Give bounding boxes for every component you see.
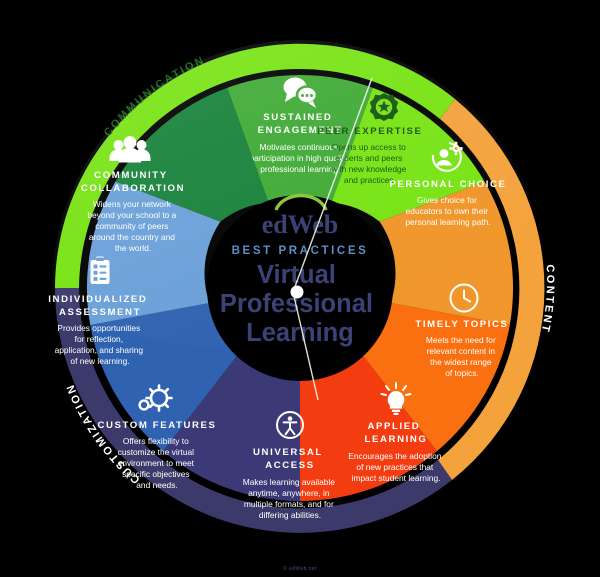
edweb-logo: edWeb — [262, 193, 339, 239]
logo-text: edWeb — [262, 210, 339, 239]
segment-body: Provides opportunities for reflection, a… — [55, 323, 146, 366]
segment-title: APPLIED LEARNING — [365, 421, 428, 445]
gears-icon — [138, 384, 173, 412]
segment-body: Encourages the adoption of new practices… — [348, 451, 443, 483]
logo-arc-icon — [274, 193, 328, 211]
credit-text: © edWeb.net — [283, 565, 317, 572]
accessibility-icon — [276, 411, 304, 439]
segment-wedge[interactable] — [363, 302, 510, 452]
segment-wedge[interactable] — [163, 356, 300, 501]
center-eyebrow: BEST PRACTICES — [232, 245, 369, 257]
segment-title: UNIVERSAL ACCESS — [253, 447, 327, 471]
annotation-pointer — [290, 77, 373, 401]
segment-body: Makes learning available anytime, anywhe… — [243, 477, 338, 520]
segment-timely-topics[interactable]: TIMELY TOPICS Meets the need for relevan… — [363, 283, 510, 452]
segment-title: TIMELY TOPICS — [415, 319, 508, 330]
segment-title: CUSTOM FEATURES — [97, 420, 216, 431]
segment-universal-access[interactable]: UNIVERSAL ACCESS Makes learning availabl… — [163, 356, 337, 520]
segment-body: Offers flexibility to customize the virt… — [118, 436, 197, 490]
segment-wedge[interactable] — [300, 356, 437, 501]
segment-body: Meets the need for relevant content in t… — [426, 335, 498, 378]
ring-arc-customization — [55, 288, 452, 533]
lightbulb-icon — [380, 382, 412, 415]
segment-applied-learning[interactable]: APPLIED LEARNING Encourages the adoption… — [300, 356, 444, 501]
